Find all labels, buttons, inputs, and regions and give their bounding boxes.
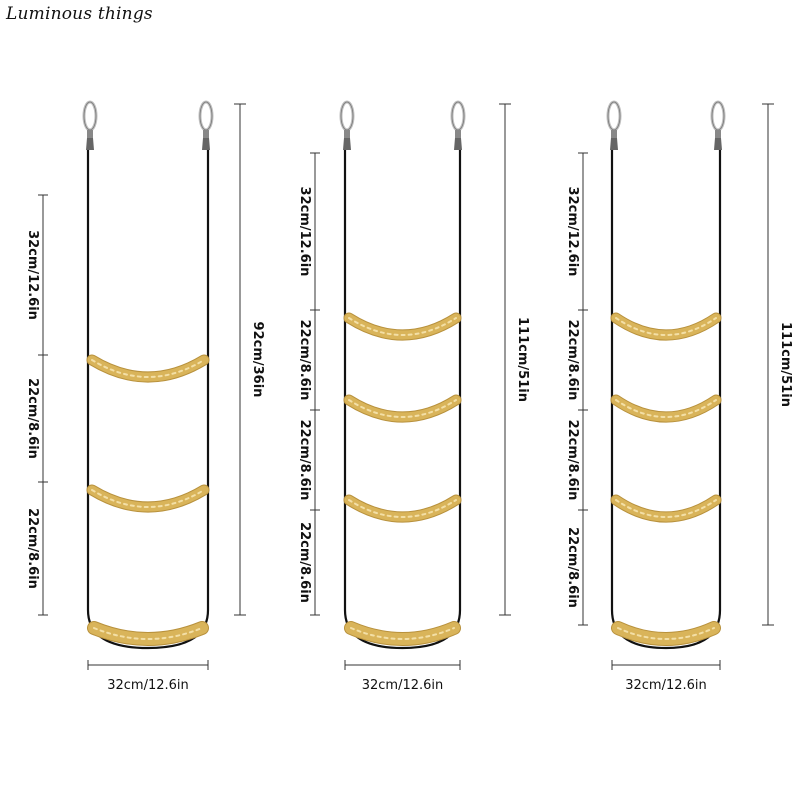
width-dimension: 32cm/12.6in (344, 660, 461, 693)
spacing-label: 22cm/8.6in (565, 420, 580, 501)
spacing-label: 22cm/8.6in (565, 320, 580, 401)
width-label: 32cm/12.6in (625, 678, 707, 693)
rope-rung (86, 354, 210, 383)
brand-logo: Luminous things (6, 4, 153, 24)
carabiner-hook-icon (710, 100, 726, 150)
spacing-label: 22cm/8.6in (565, 527, 580, 608)
spacing-label: 22cm/8.6in (25, 508, 40, 589)
rope-rung (610, 394, 722, 423)
spacing-dimension: 32cm/12.6in 22cm/8.6in 22cm/8.6in 22cm/8.6i… (565, 152, 588, 626)
height-label: 111cm/51in (778, 322, 793, 407)
height-dimension: 111cm/51in (499, 103, 530, 616)
carabiner-hook-icon (82, 100, 98, 150)
height-dimension: 111cm/51in (762, 103, 793, 626)
carabiner-hook-icon (198, 100, 214, 150)
spacing-label: 32cm/12.6in (25, 230, 40, 320)
rope-rung (343, 394, 462, 423)
width-label: 32cm/12.6in (362, 678, 444, 693)
spacing-label: 22cm/8.6in (297, 522, 312, 603)
rope-rung (610, 312, 722, 341)
rope-rung (87, 621, 209, 646)
rope-rung (610, 494, 722, 523)
spacing-dimension: 32cm/12.6in 22cm/8.6in 22cm/8.6in 22cm/8.6i… (297, 152, 320, 616)
spacing-label: 32cm/12.6in (565, 187, 580, 277)
spacing-label: 22cm/8.6in (25, 378, 40, 459)
side-strap (86, 150, 210, 650)
ladder-2: 32cm/12.6in 22cm/8.6in 22cm/8.6in 22cm/8.6i… (297, 100, 530, 693)
width-label: 32cm/12.6in (107, 678, 189, 693)
ladder-1: 32cm/12.6in 22cm/8.6in 22cm/8.6in 92cm/36in… (25, 100, 265, 693)
rope-rung (343, 312, 462, 341)
spacing-label: 22cm/8.6in (297, 320, 312, 401)
spacing-label: 32cm/12.6in (297, 187, 312, 277)
side-strap (610, 150, 722, 650)
spacing-label: 22cm/8.6in (297, 420, 312, 501)
height-label: 92cm/36in (250, 322, 265, 398)
rope-rung (611, 621, 721, 646)
spacing-dimension: 32cm/12.6in 22cm/8.6in 22cm/8.6in (25, 194, 48, 616)
height-dimension: 92cm/36in (234, 103, 265, 616)
rope-rung (86, 484, 210, 513)
carabiner-hook-icon (339, 100, 355, 150)
rope-rung (343, 494, 462, 523)
width-dimension: 32cm/12.6in (611, 660, 721, 693)
ladder-3: 32cm/12.6in 22cm/8.6in 22cm/8.6in 22cm/8.6i… (565, 100, 793, 693)
side-strap (343, 150, 462, 650)
carabiner-hook-icon (450, 100, 466, 150)
carabiner-hook-icon (606, 100, 622, 150)
width-dimension: 32cm/12.6in (87, 660, 209, 693)
rope-rung (344, 621, 461, 646)
height-label: 111cm/51in (515, 317, 530, 402)
